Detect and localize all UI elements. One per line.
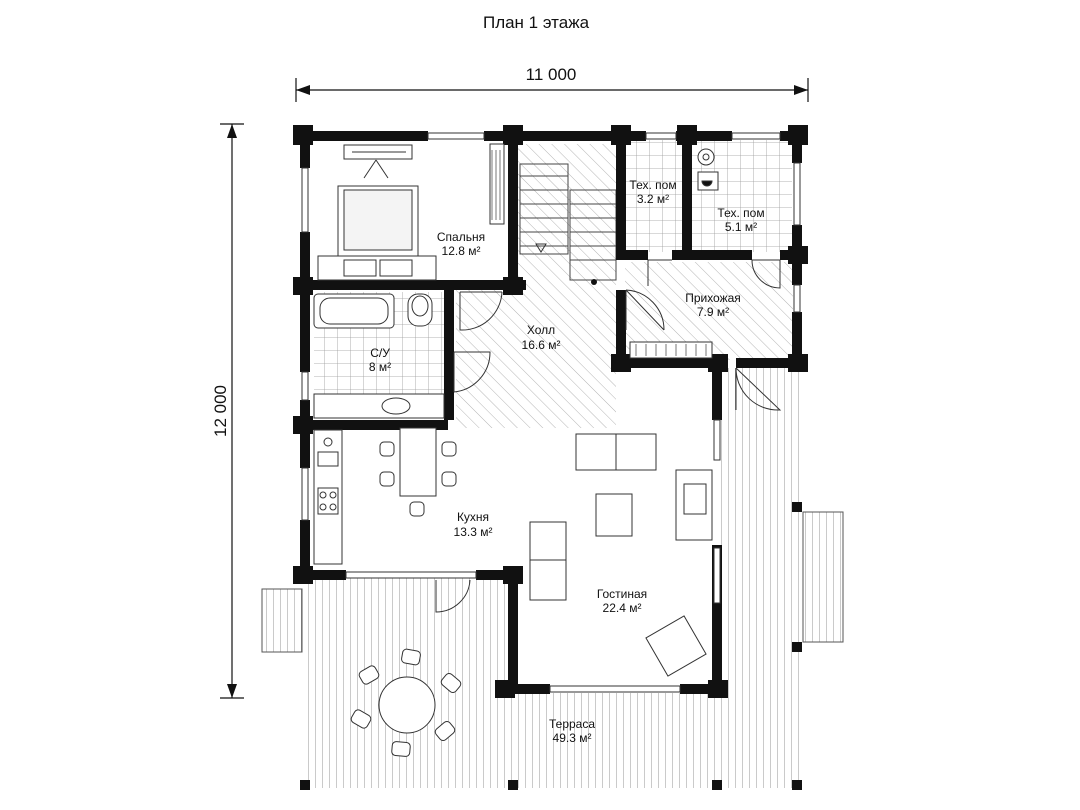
kitchen-area: 13.3 м² [454, 525, 493, 539]
width-dimension-label: 11 000 [526, 65, 577, 84]
windows [301, 132, 801, 693]
width-dimension: 11 000 [295, 65, 809, 102]
tech-room-1-name: Тех. пом [629, 178, 676, 192]
bedroom-area: 12.8 м² [442, 244, 481, 258]
height-dimension: 12 000 [211, 123, 244, 699]
bathroom-name: С/У [370, 346, 390, 360]
staircase [519, 163, 617, 285]
bedroom-name: Спальня [437, 230, 485, 244]
living-room-name: Гостиная [597, 587, 647, 601]
doors [435, 259, 782, 613]
tech-room-1-area: 3.2 м² [637, 192, 669, 206]
hallway-area: 7.9 м² [697, 305, 729, 319]
plan-title: План 1 этажа [483, 13, 590, 32]
living-room-area: 22.4 м² [603, 601, 642, 615]
furniture [313, 143, 719, 757]
hall-area: 16.6 м² [522, 338, 561, 352]
walls [293, 125, 808, 790]
bathroom-area: 8 м² [369, 360, 391, 374]
hallway-name: Прихожая [685, 291, 741, 305]
terrace-area: 49.3 м² [553, 731, 592, 745]
terrace-name: Терраса [549, 717, 595, 731]
height-dimension-label: 12 000 [211, 385, 230, 437]
hall-name: Холл [527, 323, 555, 337]
tech-room-2-name: Тех. пом [717, 206, 764, 220]
tech-room-2-area: 5.1 м² [725, 220, 757, 234]
kitchen-name: Кухня [457, 510, 489, 524]
room-labels: Спальня 12.8 м² Тех. пом 3.2 м² Тех. пом… [369, 178, 765, 745]
